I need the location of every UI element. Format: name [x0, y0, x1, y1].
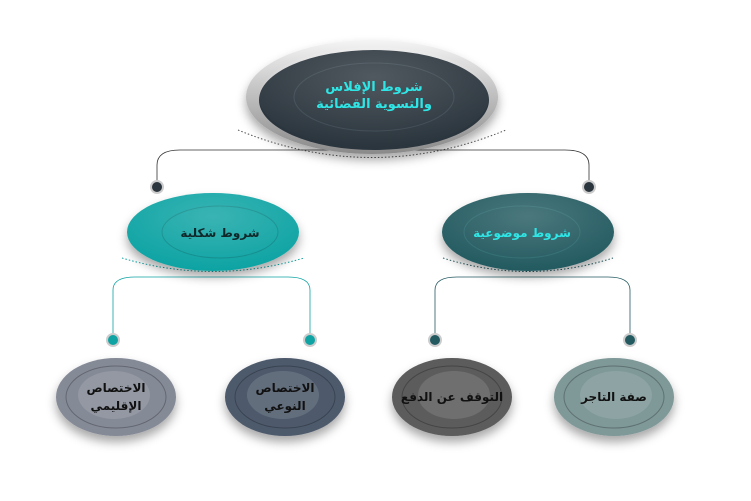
leaf-mid [563, 365, 665, 429]
right-connector [434, 276, 631, 338]
leaf-node: الاختصاص الإقليمي [56, 358, 176, 436]
leaf-mid [65, 365, 167, 429]
connector-dot [428, 333, 442, 347]
branch-label: شروط شكلية [180, 226, 259, 241]
leaf-inner [78, 371, 150, 419]
connector-dot [106, 333, 120, 347]
connector-dot [623, 333, 637, 347]
root-title-line1: شروط الإفلاس [325, 80, 422, 95]
leaf-label: صفة التاجر [580, 390, 647, 404]
left-dotted-arc [121, 257, 305, 272]
left-connector [112, 276, 311, 338]
leaf-label: النوعي [264, 399, 305, 414]
root-title-line2: والتسوية القضائية [316, 97, 432, 112]
root-connector [156, 149, 590, 186]
leaf-nodes: الاختصاص الإقليمي الاختصاص النوعي التوقف عن … [56, 358, 674, 436]
branch-formal: شروط شكلية [127, 193, 299, 271]
leaf-node: صفة التاجر [554, 358, 674, 436]
leaf-inner [580, 371, 652, 419]
leaf-label: الإقليمي [91, 399, 142, 413]
right-dotted-arc [442, 257, 614, 272]
root-node: شروط الإفلاس والتسوية القضائية [246, 40, 498, 154]
leaf-mid [234, 365, 336, 429]
leaf-label: الاختصاص [255, 381, 314, 395]
leaf-inner [418, 371, 490, 419]
connector-dot [582, 180, 596, 194]
connector-dot [303, 333, 317, 347]
connector-dot [150, 180, 164, 194]
branch-substantive: شروط موضوعية [442, 193, 614, 271]
leaf-node: التوقف عن الدفع [392, 358, 512, 436]
leaf-inner [247, 371, 319, 419]
leaf-mid [401, 365, 503, 429]
root-dotted-arc [237, 129, 507, 158]
leaf-label: التوقف عن الدفع [401, 390, 503, 405]
branch-label: شروط موضوعية [473, 226, 571, 241]
leaf-node: الاختصاص النوعي [225, 358, 345, 436]
leaf-label: الاختصاص [86, 381, 145, 395]
connectors [106, 129, 637, 347]
